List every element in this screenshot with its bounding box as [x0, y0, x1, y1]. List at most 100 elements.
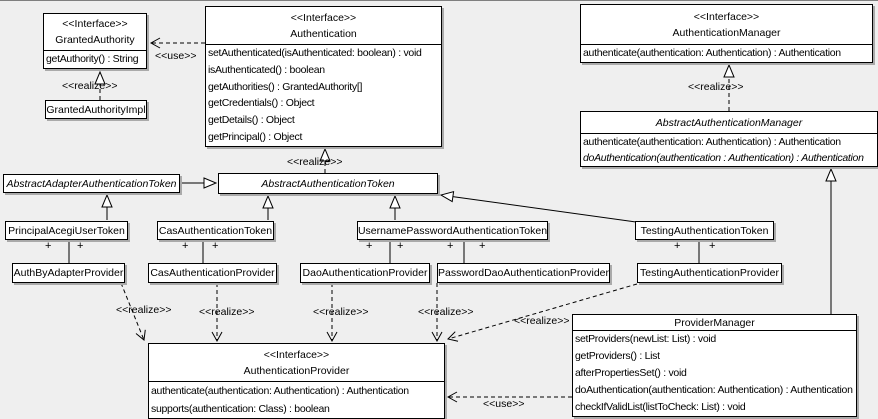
class-name: AuthenticationManager [672, 26, 781, 39]
class-name: Authentication [290, 27, 357, 40]
methods-compartment: authenticate(authentication: Authenticat… [581, 134, 877, 166]
methods-compartment: setProviders(newList: List) : void getPro… [573, 331, 856, 416]
class-title: AbstractAuthenticationManager [581, 112, 877, 134]
method-row: authenticate(authentication: Authenticat… [151, 385, 409, 397]
class-name: UsernamePasswordAuthenticationToken [358, 224, 547, 237]
realize-label: <<realize>> [514, 315, 570, 327]
class-title: GrantedAuthorityImpl [46, 101, 146, 118]
stereotype-label: <<Interface>> [693, 10, 760, 23]
use-label: <<use>> [155, 50, 197, 62]
class-name: GrantedAuthorityImpl [46, 103, 146, 116]
method-row: doAuthentication(authentication: Authent… [575, 384, 853, 396]
class-title: AbstractAuthenticationToken [219, 174, 437, 193]
methods-compartment: getAuthority() : String [44, 51, 146, 68]
class-name: DaoAuthenticationProvider [302, 267, 428, 279]
class-title: PasswordDaoAuthenticationProvider [438, 264, 609, 282]
method-row: authenticate(authentication: Authenticat… [583, 136, 841, 148]
stereotype-label: <<Interface>> [263, 348, 330, 361]
class-title: <<Interface>> GrantedAuthority [44, 14, 146, 51]
method-row: checkIfValidList(listToCheck: List) : vo… [575, 401, 746, 413]
class-name: AbstractAuthenticationToken [261, 177, 395, 190]
plus-label: + [182, 240, 189, 252]
method-row: doAuthentication(authentication : Authen… [583, 152, 864, 164]
methods-compartment: setAuthenticated(isAuthenticated: boolea… [206, 45, 441, 146]
method-row: authenticate(authentication: Authenticat… [583, 47, 841, 59]
class-name: PasswordDaoAuthenticationProvider [438, 267, 609, 279]
edge-gen-testing-token [441, 195, 637, 223]
method-row: getPrincipal() : Object [208, 131, 303, 144]
realize-label: <<realize>> [313, 306, 369, 318]
class-granted-authority[interactable]: <<Interface>> GrantedAuthority getAuthorit… [43, 13, 147, 69]
class-principal-acegi-user-token[interactable]: PrincipalAcegiUserToken [5, 221, 128, 240]
class-authentication-provider[interactable]: <<Interface>> AuthenticationProvider authe… [148, 343, 445, 419]
realize-label: <<realize>> [62, 80, 118, 92]
class-title: TestingAuthenticationProvider [638, 264, 781, 282]
class-abstract-adapter-authentication-token[interactable]: AbstractAdapterAuthenticationToken [3, 174, 180, 193]
stereotype-label: <<Interface>> [62, 18, 128, 30]
class-name: PrincipalAcegiUserToken [8, 224, 125, 237]
class-title: CasAuthenticationToken [158, 222, 273, 239]
class-abstract-authentication-manager[interactable]: AbstractAuthenticationManager authenticat… [580, 111, 878, 167]
class-authentication[interactable]: <<Interface>> Authentication setAuthentica… [205, 6, 442, 147]
class-name: CasAuthenticationToken [158, 224, 273, 237]
class-granted-authority-impl[interactable]: GrantedAuthorityImpl [45, 100, 147, 119]
method-row: afterPropertiesSet() : void [575, 367, 687, 379]
plus-label: + [366, 240, 373, 252]
method-row: isAuthenticated() : boolean [208, 63, 325, 76]
class-title: <<Interface>> AuthenticationProvider [149, 344, 444, 382]
method-row: supports(authentication: Class) : boolea… [151, 403, 330, 415]
edge-realize-auth-by-adapter-provider [120, 282, 146, 341]
class-title: ProviderManager [573, 315, 856, 331]
plus-label: + [674, 240, 681, 252]
class-title: AbstractAdapterAuthenticationToken [4, 175, 179, 192]
realize-label: <<realize>> [418, 306, 474, 318]
plus-label: + [447, 240, 454, 252]
class-title: DaoAuthenticationProvider [301, 264, 429, 282]
class-name: CasAuthenticationProvider [150, 267, 275, 279]
class-cas-authentication-provider[interactable]: CasAuthenticationProvider [148, 263, 277, 283]
class-name: TestingAuthenticationProvider [640, 267, 779, 279]
plus-label: + [212, 240, 219, 252]
method-row: getAuthorities() : GrantedAuthority[] [208, 80, 363, 93]
class-name: TestingAuthenticationToken [640, 224, 769, 237]
class-password-dao-authentication-provider[interactable]: PasswordDaoAuthenticationProvider [437, 263, 610, 283]
stereotype-label: <<Interface>> [290, 11, 357, 24]
realize-label: <<realize>> [199, 306, 255, 318]
plus-label: + [45, 240, 52, 252]
class-name: ProviderManager [674, 316, 755, 329]
class-title: <<Interface>> Authentication [206, 7, 441, 45]
methods-compartment: authenticate(authentication: Authenticat… [581, 45, 872, 62]
class-authentication-manager[interactable]: <<Interface>> AuthenticationManager authen… [580, 4, 873, 63]
method-row: getDetails() : Object [208, 114, 295, 127]
use-label: <<use>> [483, 398, 525, 410]
class-testing-authentication-token[interactable]: TestingAuthenticationToken [635, 221, 774, 240]
method-row: setProviders(newList: List) : void [575, 333, 716, 345]
realize-label: <<realize>> [287, 156, 343, 168]
realize-label: <<realize>> [688, 81, 744, 93]
class-title: <<Interface>> AuthenticationManager [581, 5, 872, 45]
class-username-password-authentication-token[interactable]: UsernamePasswordAuthenticationToken [357, 221, 548, 240]
class-title: UsernamePasswordAuthenticationToken [358, 222, 547, 239]
method-row: getProviders() : List [575, 350, 660, 362]
class-name: GrantedAuthority [55, 34, 135, 46]
realize-label: <<realize>> [116, 304, 172, 316]
class-title: PrincipalAcegiUserToken [6, 222, 127, 239]
class-auth-by-adapter-provider[interactable]: AuthByAdapterProvider [12, 263, 125, 283]
class-name: AuthByAdapterProvider [13, 267, 124, 279]
class-name: AuthenticationProvider [243, 364, 350, 377]
plus-label: + [479, 240, 486, 252]
class-abstract-authentication-token[interactable]: AbstractAuthenticationToken [218, 173, 438, 194]
class-provider-manager[interactable]: ProviderManager setProviders(newList: Lis… [572, 314, 857, 417]
class-name: AbstractAdapterAuthenticationToken [6, 177, 177, 190]
class-dao-authentication-provider[interactable]: DaoAuthenticationProvider [300, 263, 430, 283]
method-row: getAuthority() : String [46, 53, 139, 65]
plus-label: + [77, 240, 84, 252]
class-cas-authentication-token[interactable]: CasAuthenticationToken [157, 221, 274, 240]
class-title: TestingAuthenticationToken [636, 222, 773, 239]
plus-label: + [709, 240, 716, 252]
class-testing-authentication-provider[interactable]: TestingAuthenticationProvider [637, 263, 782, 283]
class-title: CasAuthenticationProvider [149, 264, 276, 282]
method-row: getCredentials() : Object [208, 97, 315, 110]
